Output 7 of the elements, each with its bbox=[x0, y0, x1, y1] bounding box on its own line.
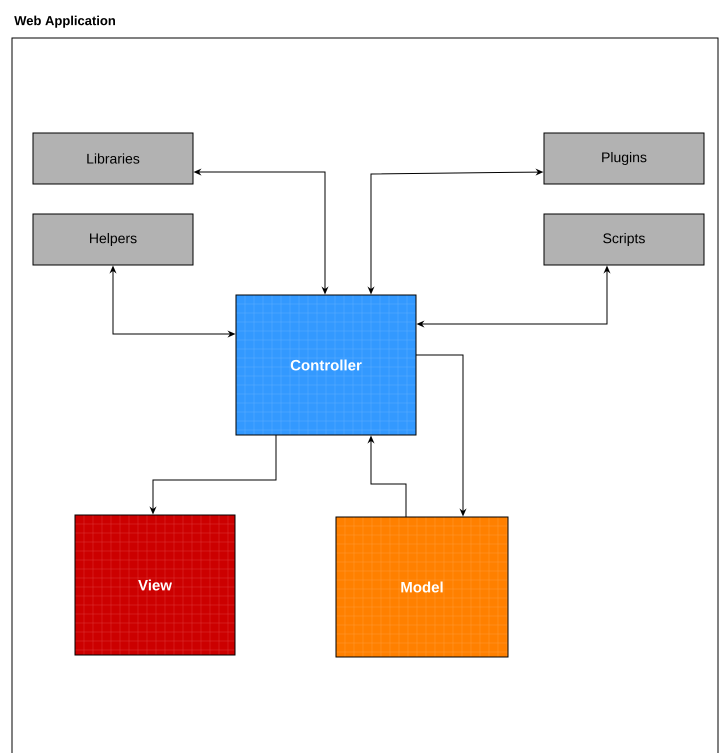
model-box: Model bbox=[336, 516, 508, 658]
library-box: Libraries bbox=[32, 132, 194, 184]
plugin-box: Plugins bbox=[544, 132, 704, 184]
view-box: View bbox=[74, 514, 236, 656]
script-box: Scripts bbox=[544, 214, 704, 266]
controller-box: Controller bbox=[236, 294, 416, 436]
helper-box: Helpers bbox=[32, 214, 194, 266]
